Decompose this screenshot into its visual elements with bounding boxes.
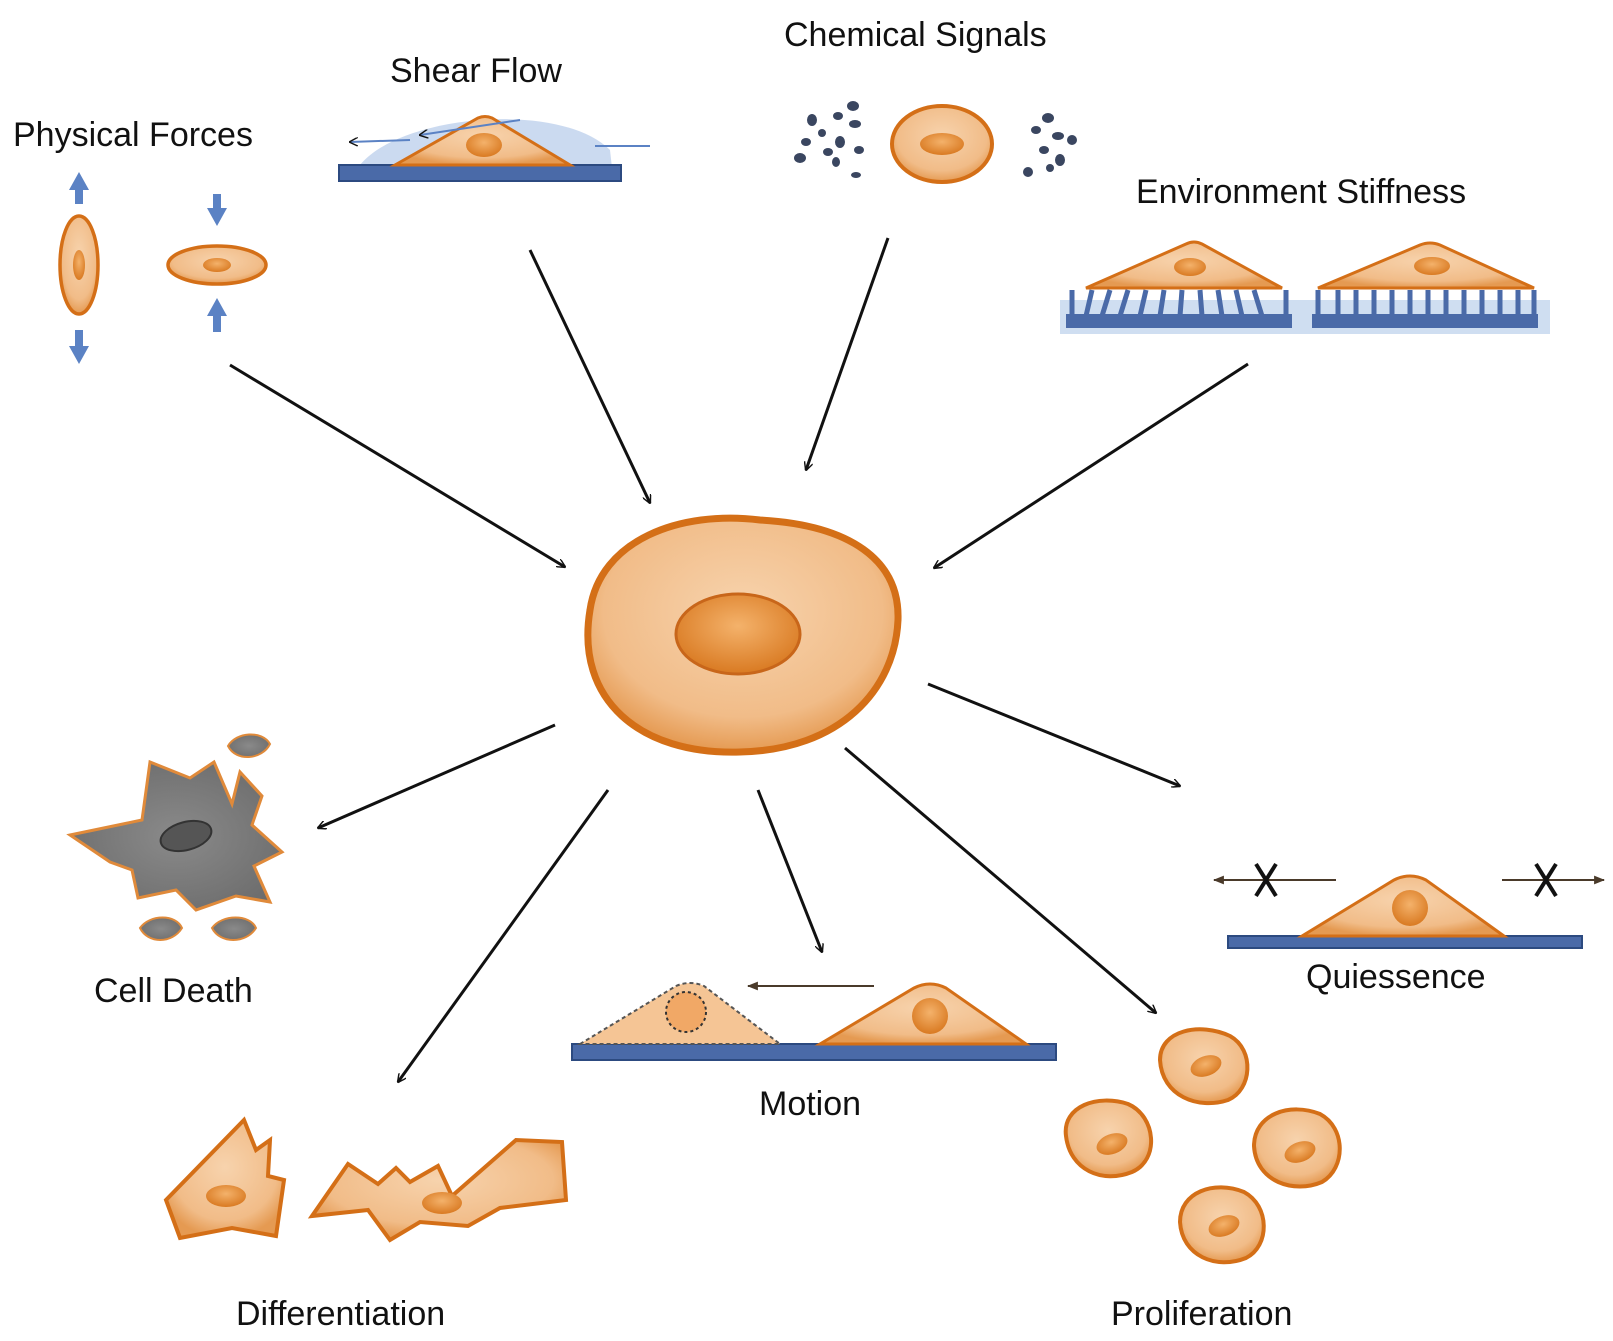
soft-pillars xyxy=(1069,289,1289,317)
arrow-shear-flow-to-cell xyxy=(528,249,652,503)
arrow-cell-to-proliferation xyxy=(844,746,1156,1013)
shear-flow-icon xyxy=(338,115,650,182)
daughter-cell xyxy=(1157,1027,1250,1106)
arrow-cell-to-cell-death xyxy=(318,723,556,828)
daughter-cell xyxy=(1177,1185,1266,1265)
quiescence-icon xyxy=(1212,862,1606,949)
label-environment-stiffness: Environment Stiffness xyxy=(1136,173,1467,211)
physical-forces-icon xyxy=(58,172,268,364)
x-mark-icon xyxy=(1254,862,1558,898)
differentiation-icon xyxy=(163,1116,569,1243)
flow-arrows xyxy=(229,237,1249,1082)
environment-stiffness-icon xyxy=(1060,240,1550,334)
arrow-environment-stiffness-to-cell xyxy=(934,362,1249,568)
daughter-cell xyxy=(1063,1098,1154,1179)
motion-icon xyxy=(571,981,1057,1061)
proliferation-icon xyxy=(1063,1027,1342,1265)
label-cell-death: Cell Death xyxy=(94,972,253,1010)
label-differentiation: Differentiation xyxy=(236,1295,446,1333)
chemical-signals-icon xyxy=(794,101,1077,184)
label-shear-flow: Shear Flow xyxy=(390,52,562,90)
label-quiescence: Quiessence xyxy=(1306,958,1486,996)
arrow-chemical-signals-to-cell xyxy=(806,237,890,470)
arrow-cell-to-quiescence xyxy=(927,682,1180,786)
stiff-pillars xyxy=(1315,290,1537,316)
label-chemical-signals: Chemical Signals xyxy=(784,16,1047,54)
central-cell xyxy=(584,514,902,756)
daughter-cell xyxy=(1251,1107,1342,1189)
arrow-physical-forces-to-cell xyxy=(229,363,565,567)
label-physical-forces: Physical Forces xyxy=(13,116,253,154)
label-proliferation: Proliferation xyxy=(1111,1295,1293,1333)
signal-molecules xyxy=(794,101,1077,178)
cell-death-icon xyxy=(66,733,285,941)
arrow-cell-to-differentiation xyxy=(398,789,610,1082)
label-motion: Motion xyxy=(759,1085,862,1123)
arrow-cell-to-motion xyxy=(756,789,822,952)
block-arrow-icon xyxy=(69,172,227,364)
